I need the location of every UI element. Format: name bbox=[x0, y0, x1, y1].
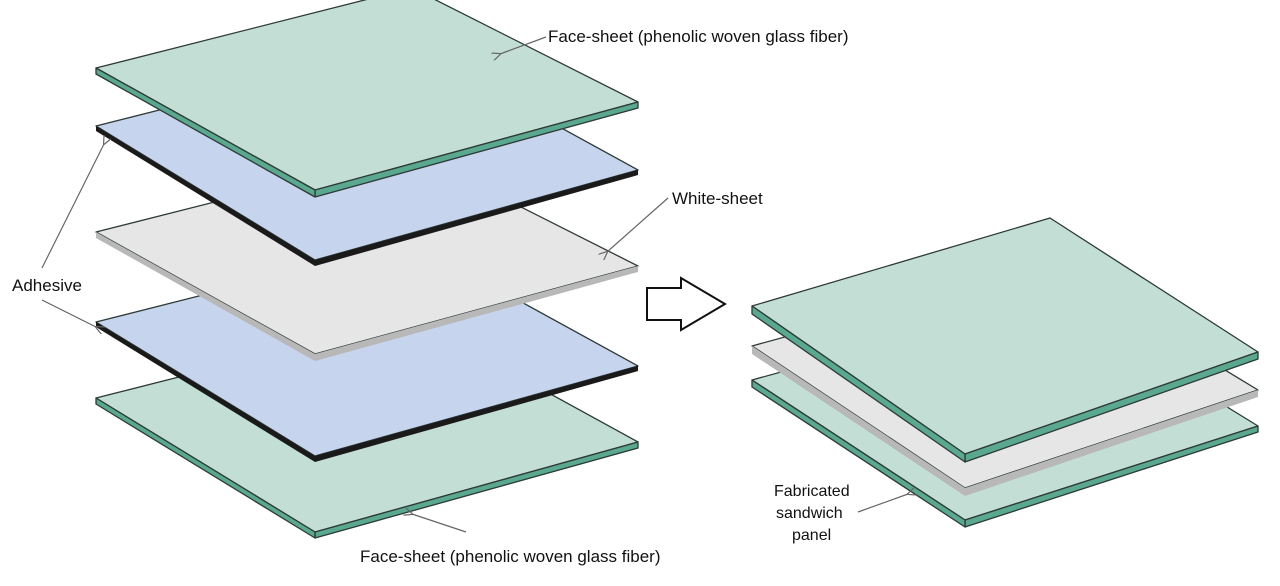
label-adhesive: Adhesive bbox=[12, 276, 82, 295]
adhesive-lower-left-edge bbox=[96, 322, 315, 462]
adhesive-upper-left-edge bbox=[96, 126, 315, 266]
fabricated-panel bbox=[751, 217, 1259, 528]
process-arrow bbox=[646, 276, 727, 332]
white-sheet-left-edge bbox=[96, 232, 315, 361]
leader-face-sheet-top bbox=[500, 36, 547, 54]
label-fabricated-line3: panel bbox=[792, 527, 831, 544]
panel-top-face-sheet-left-edge bbox=[751, 305, 966, 463]
label-fabricated-line2: sandwich bbox=[776, 505, 843, 522]
face-sheet-bottom-left-edge bbox=[95, 397, 316, 539]
label-face-sheet-top: Face-sheet (phenolic woven glass fiber) bbox=[548, 27, 848, 46]
adhesive-upper-front-edge bbox=[315, 170, 638, 266]
panel-white-sheet-left-edge bbox=[752, 346, 965, 496]
leader-adhesive-upper bbox=[41, 144, 104, 269]
label-white-sheet: White-sheet bbox=[672, 189, 763, 208]
leader-fabricated-panel bbox=[857, 494, 908, 513]
label-face-sheet-bottom: Face-sheet (phenolic woven glass fiber) bbox=[360, 547, 660, 566]
panel-white-sheet-front-edge bbox=[965, 390, 1258, 496]
white-sheet-front-edge bbox=[315, 266, 638, 361]
leader-face-sheet-bottom bbox=[412, 514, 467, 533]
leader-adhesive-lower bbox=[41, 299, 96, 327]
adhesive-lower-front-edge bbox=[315, 366, 638, 462]
face-sheet-top-left-edge bbox=[95, 67, 316, 198]
leader-white-sheet bbox=[607, 197, 669, 252]
label-fabricated-line1: Fabricated bbox=[774, 483, 850, 500]
face-sheet-top-layer bbox=[95, 0, 639, 198]
